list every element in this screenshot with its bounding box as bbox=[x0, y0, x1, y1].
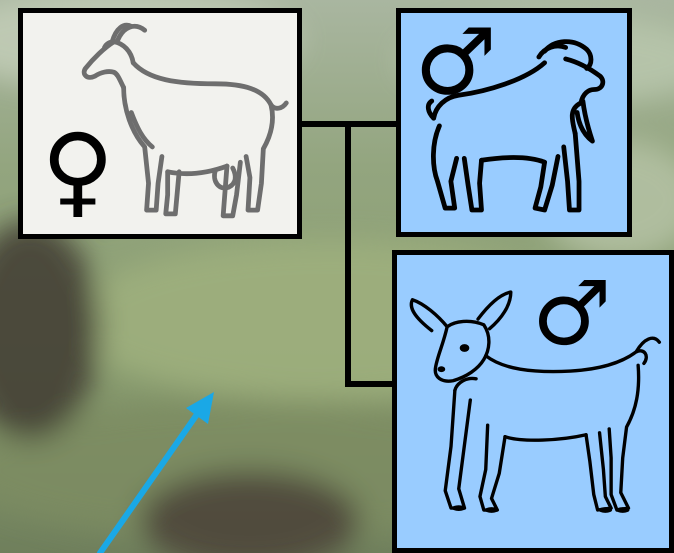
male-symbol-icon: ♂ bbox=[532, 262, 612, 365]
female-goat-figure: ♀ bbox=[41, 22, 289, 228]
female-symbol-icon: ♀ bbox=[41, 113, 114, 228]
node-male-kid: ♂ bbox=[392, 250, 674, 553]
node-female-goat: ♀ bbox=[18, 8, 302, 239]
male-goat-figure: ♂ bbox=[415, 13, 606, 213]
kid-goat-figure: ♂ bbox=[409, 262, 662, 513]
node-male-goat: ♂ bbox=[396, 8, 632, 237]
male-symbol-icon: ♂ bbox=[415, 13, 497, 115]
